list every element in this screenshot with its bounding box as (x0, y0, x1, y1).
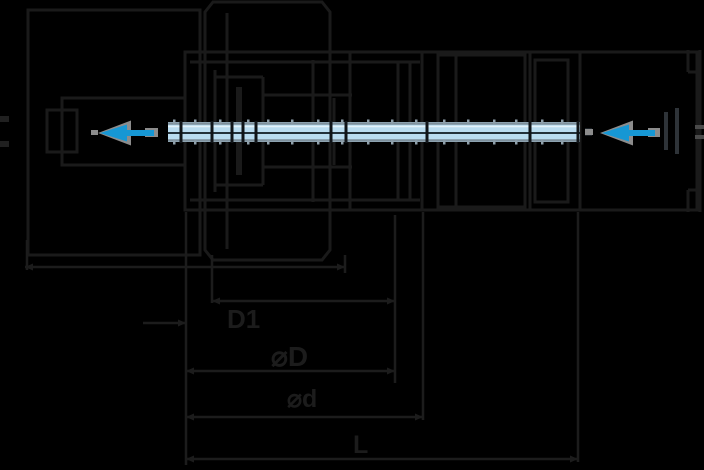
dimension-arrowhead (178, 319, 186, 327)
arrow-centerline-stub (585, 129, 593, 135)
flow-arrow-head (602, 124, 629, 142)
band-tick (267, 140, 270, 145)
band-tick (341, 119, 344, 124)
band-tick (541, 140, 544, 145)
dimension-arrowhead (212, 297, 220, 305)
band-tick (173, 140, 176, 145)
band-tick (443, 140, 446, 145)
dimension-arrowhead (570, 455, 578, 463)
band-tick (391, 140, 394, 145)
edge-centerline-mark (695, 135, 704, 139)
band-tick (467, 119, 470, 124)
band-tick (247, 140, 250, 145)
band-tick (194, 119, 197, 124)
band-tick (415, 119, 418, 124)
dimension-label: D1 (227, 304, 260, 334)
flow-arrow-tail (627, 130, 655, 136)
dimension-label: ⌀d (287, 385, 317, 413)
band-tick (561, 119, 564, 124)
dimension-arrowhead (415, 413, 423, 421)
band-tick (317, 140, 320, 145)
band-tick (443, 119, 446, 124)
band-tick (515, 119, 518, 124)
band-tick (493, 119, 496, 124)
band-tick (561, 140, 564, 145)
band-tick (415, 140, 418, 145)
band-tick (267, 119, 270, 124)
band-tick (391, 119, 394, 124)
band-tick (515, 140, 518, 145)
band-tick (493, 140, 496, 145)
band-tick (291, 140, 294, 145)
dimension-arrowhead (25, 263, 33, 271)
band-tick (317, 119, 320, 124)
arrow-centerline-stub (91, 130, 98, 135)
flow-arrow-head (100, 124, 127, 142)
edge-centerline-mark (0, 141, 9, 147)
release-sleeve-outline (203, 0, 332, 262)
band-tick (291, 119, 294, 124)
dimension-arrowhead (387, 367, 395, 375)
dimension-arrowhead (186, 367, 194, 375)
band-tick (219, 140, 222, 145)
band-tick (541, 119, 544, 124)
edge-centerline-mark (0, 116, 9, 122)
band-tick (367, 119, 370, 124)
band-tick (467, 140, 470, 145)
band-tick (173, 119, 176, 124)
dimension-arrowhead (337, 263, 345, 271)
dimension-label: L (353, 431, 368, 459)
band-tick (219, 119, 222, 124)
flow-arrow-tail (125, 130, 154, 136)
band-tick (367, 140, 370, 145)
dimension-arrowhead (186, 455, 194, 463)
dimension-arrowhead (387, 297, 395, 305)
dimension-arrowhead (186, 413, 194, 421)
band-tick (194, 140, 197, 145)
dimension-label: ⌀D (271, 341, 308, 372)
edge-centerline-mark (695, 125, 704, 129)
band-tick (341, 140, 344, 145)
band-tick (247, 119, 250, 124)
